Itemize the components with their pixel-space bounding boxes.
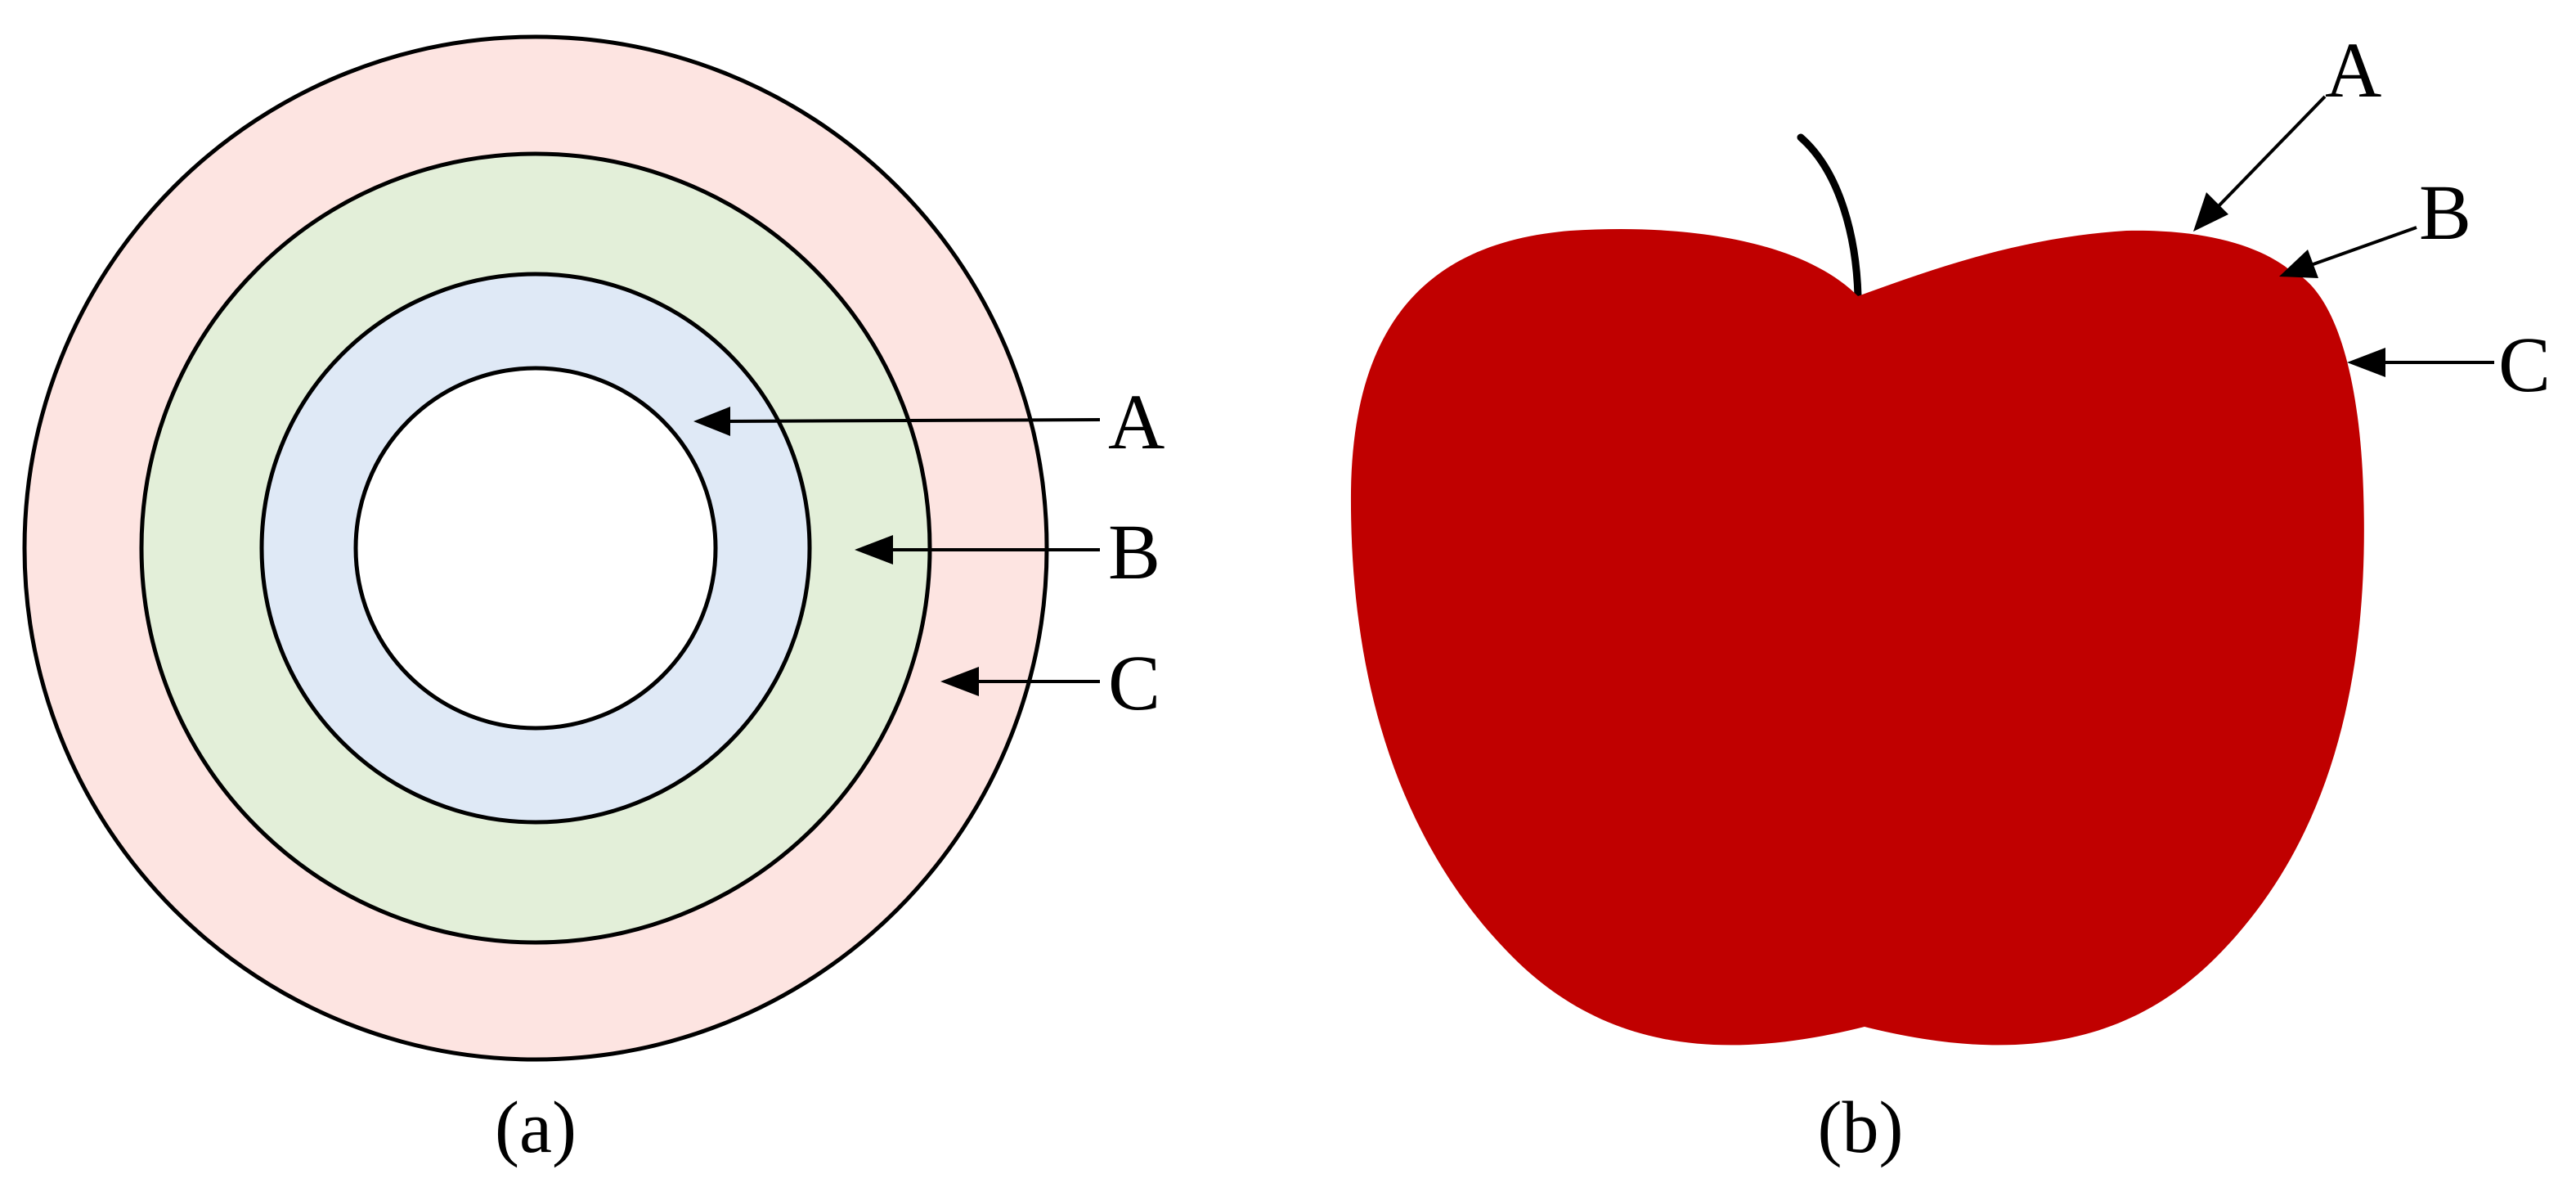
arrow-b-panel-a bbox=[855, 535, 1100, 565]
core-circle bbox=[353, 366, 718, 731]
label-a-panel-b: A bbox=[2325, 26, 2381, 114]
arrow-a-panel-a bbox=[693, 407, 1101, 436]
arrow-b-panel-b bbox=[2279, 226, 2417, 278]
panel-b: A B C (b) bbox=[1350, 26, 2551, 1168]
arrow-c-panel-b bbox=[2347, 348, 2494, 377]
arrow-c-panel-a bbox=[940, 667, 1100, 696]
caption-a: (a) bbox=[495, 1087, 577, 1168]
arrow-a-panel-b bbox=[2193, 95, 2327, 232]
label-b-panel-b: B bbox=[2419, 169, 2471, 256]
label-c-panel-b: C bbox=[2498, 321, 2551, 408]
apple-stem bbox=[1797, 133, 1862, 300]
panel-a: A B C (a) bbox=[22, 34, 1165, 1168]
label-a-panel-a: A bbox=[1108, 378, 1165, 466]
caption-b: (b) bbox=[1818, 1087, 1904, 1168]
label-b-panel-a: B bbox=[1108, 508, 1160, 596]
label-c-panel-a: C bbox=[1108, 639, 1160, 726]
apple-body bbox=[1350, 229, 2364, 1046]
